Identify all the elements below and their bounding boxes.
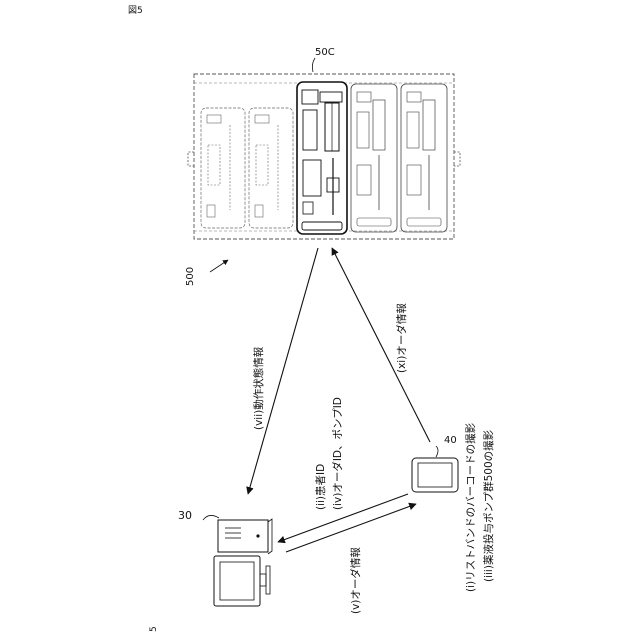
- message-v: (v)オーダ情報: [351, 547, 362, 614]
- leader-500: [210, 260, 228, 272]
- label-30: 30: [178, 510, 192, 521]
- message-vii: (vii)動作状態情報: [254, 347, 265, 430]
- pump-unit-dashed-2: [249, 108, 293, 228]
- label-500: 500: [186, 267, 196, 286]
- message-xi: (xi)オーダ情報: [397, 303, 408, 373]
- pump-unit-dashed-1: [201, 108, 245, 228]
- arrow-xi: [332, 248, 430, 442]
- figure-side-number: 5: [150, 626, 159, 632]
- figure-title: 図5: [128, 7, 143, 16]
- leader-50c: [312, 58, 315, 72]
- message-iv: (iv)オーダID、ポンプID: [333, 397, 344, 510]
- leader-30: [203, 515, 219, 520]
- message-i: (i)リストバンドのバーコードの撮影: [466, 423, 477, 592]
- label-50c: 50C: [315, 48, 335, 58]
- arrow-v: [286, 504, 416, 552]
- message-iii: (iii)薬液投与ポンプ群500の撮影: [484, 430, 495, 582]
- terminal-40: [412, 458, 458, 492]
- pump-unit-4: [351, 84, 397, 232]
- pump-unit-50c: [297, 82, 347, 234]
- message-ii: (ii)患者ID: [316, 464, 327, 510]
- label-40: 40: [444, 436, 457, 446]
- server-30: [218, 519, 272, 554]
- computer-monitor: [214, 556, 270, 606]
- pump-group-500: [188, 74, 460, 239]
- leader-40: [436, 446, 438, 457]
- pump-unit-5: [401, 84, 447, 232]
